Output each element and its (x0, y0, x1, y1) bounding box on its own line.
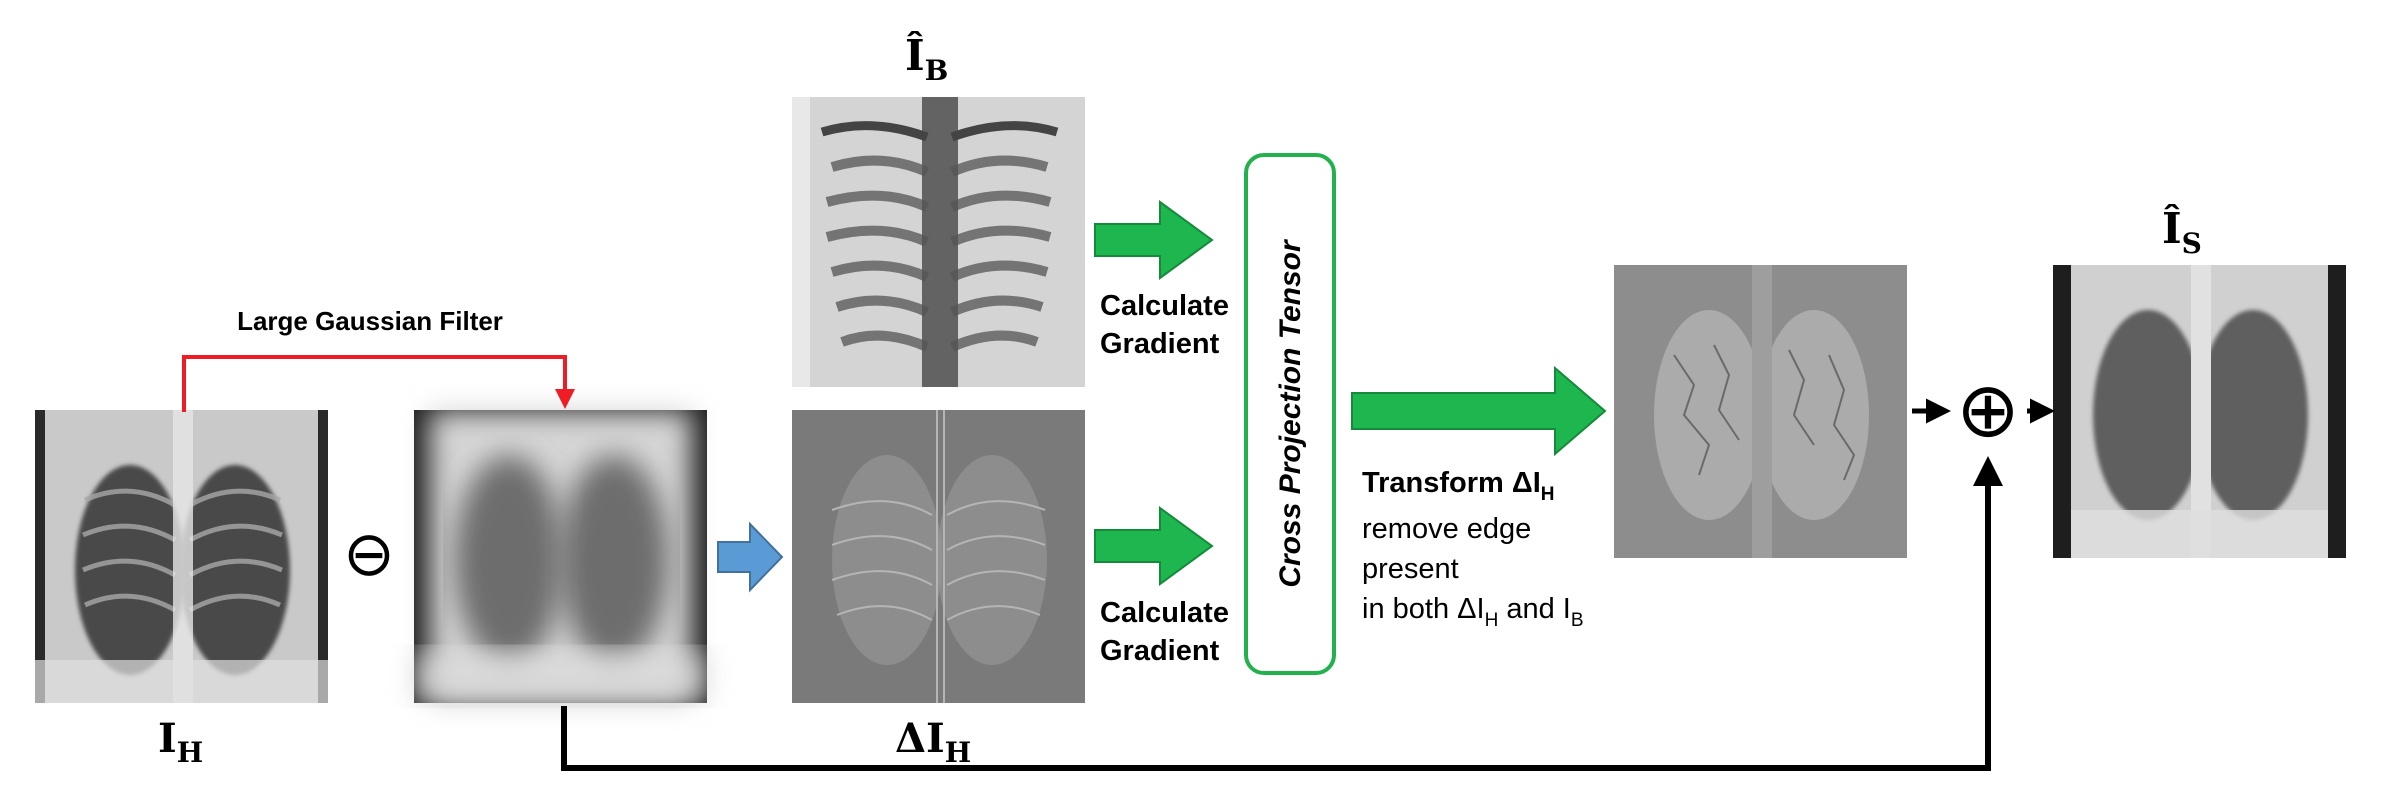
blurred-xray-image (414, 410, 707, 703)
present-label: present (1362, 553, 1459, 585)
calc-gradient-top-line2: Gradient (1100, 328, 1220, 360)
subtract-operator: ⊖ (343, 520, 395, 589)
add-operator: ⊕ (1956, 368, 2020, 453)
calc-gradient-bottom-line1: Calculate (1100, 597, 1229, 629)
in-both-label: in both ΔIH and IB (1362, 593, 1584, 631)
transform-label: Transform ΔIH (1362, 467, 1555, 505)
input-xray-image (35, 410, 328, 703)
green-arrow-gradient-top (1094, 200, 1214, 280)
gaussian-filter-connector (182, 355, 575, 412)
bone-xray-image (792, 97, 1085, 387)
transformed-image (1614, 265, 1907, 558)
ih-label: IH (158, 715, 203, 769)
high-frequency-image (792, 410, 1085, 703)
green-arrow-transform (1351, 365, 1607, 457)
calc-gradient-top-line1: Calculate (1100, 290, 1229, 322)
green-arrow-gradient-bottom (1094, 506, 1214, 586)
gaussian-filter-label: Large Gaussian Filter (237, 306, 503, 336)
is-label: ÎS (2162, 203, 2202, 260)
soft-tissue-image (2053, 265, 2346, 558)
remove-edge-label: remove edge (1362, 513, 1531, 545)
skip-connection (561, 456, 2003, 771)
ib-label: ÎB (905, 30, 948, 87)
calc-gradient-bottom-line2: Gradient (1100, 635, 1220, 667)
cross-projection-tensor-box (1244, 153, 1336, 675)
cross-projection-tensor-label: Cross Projection Tensor (1274, 238, 1307, 588)
dih-label: ΔIH (895, 715, 971, 769)
blue-arrow-to-highfreq (717, 521, 784, 593)
